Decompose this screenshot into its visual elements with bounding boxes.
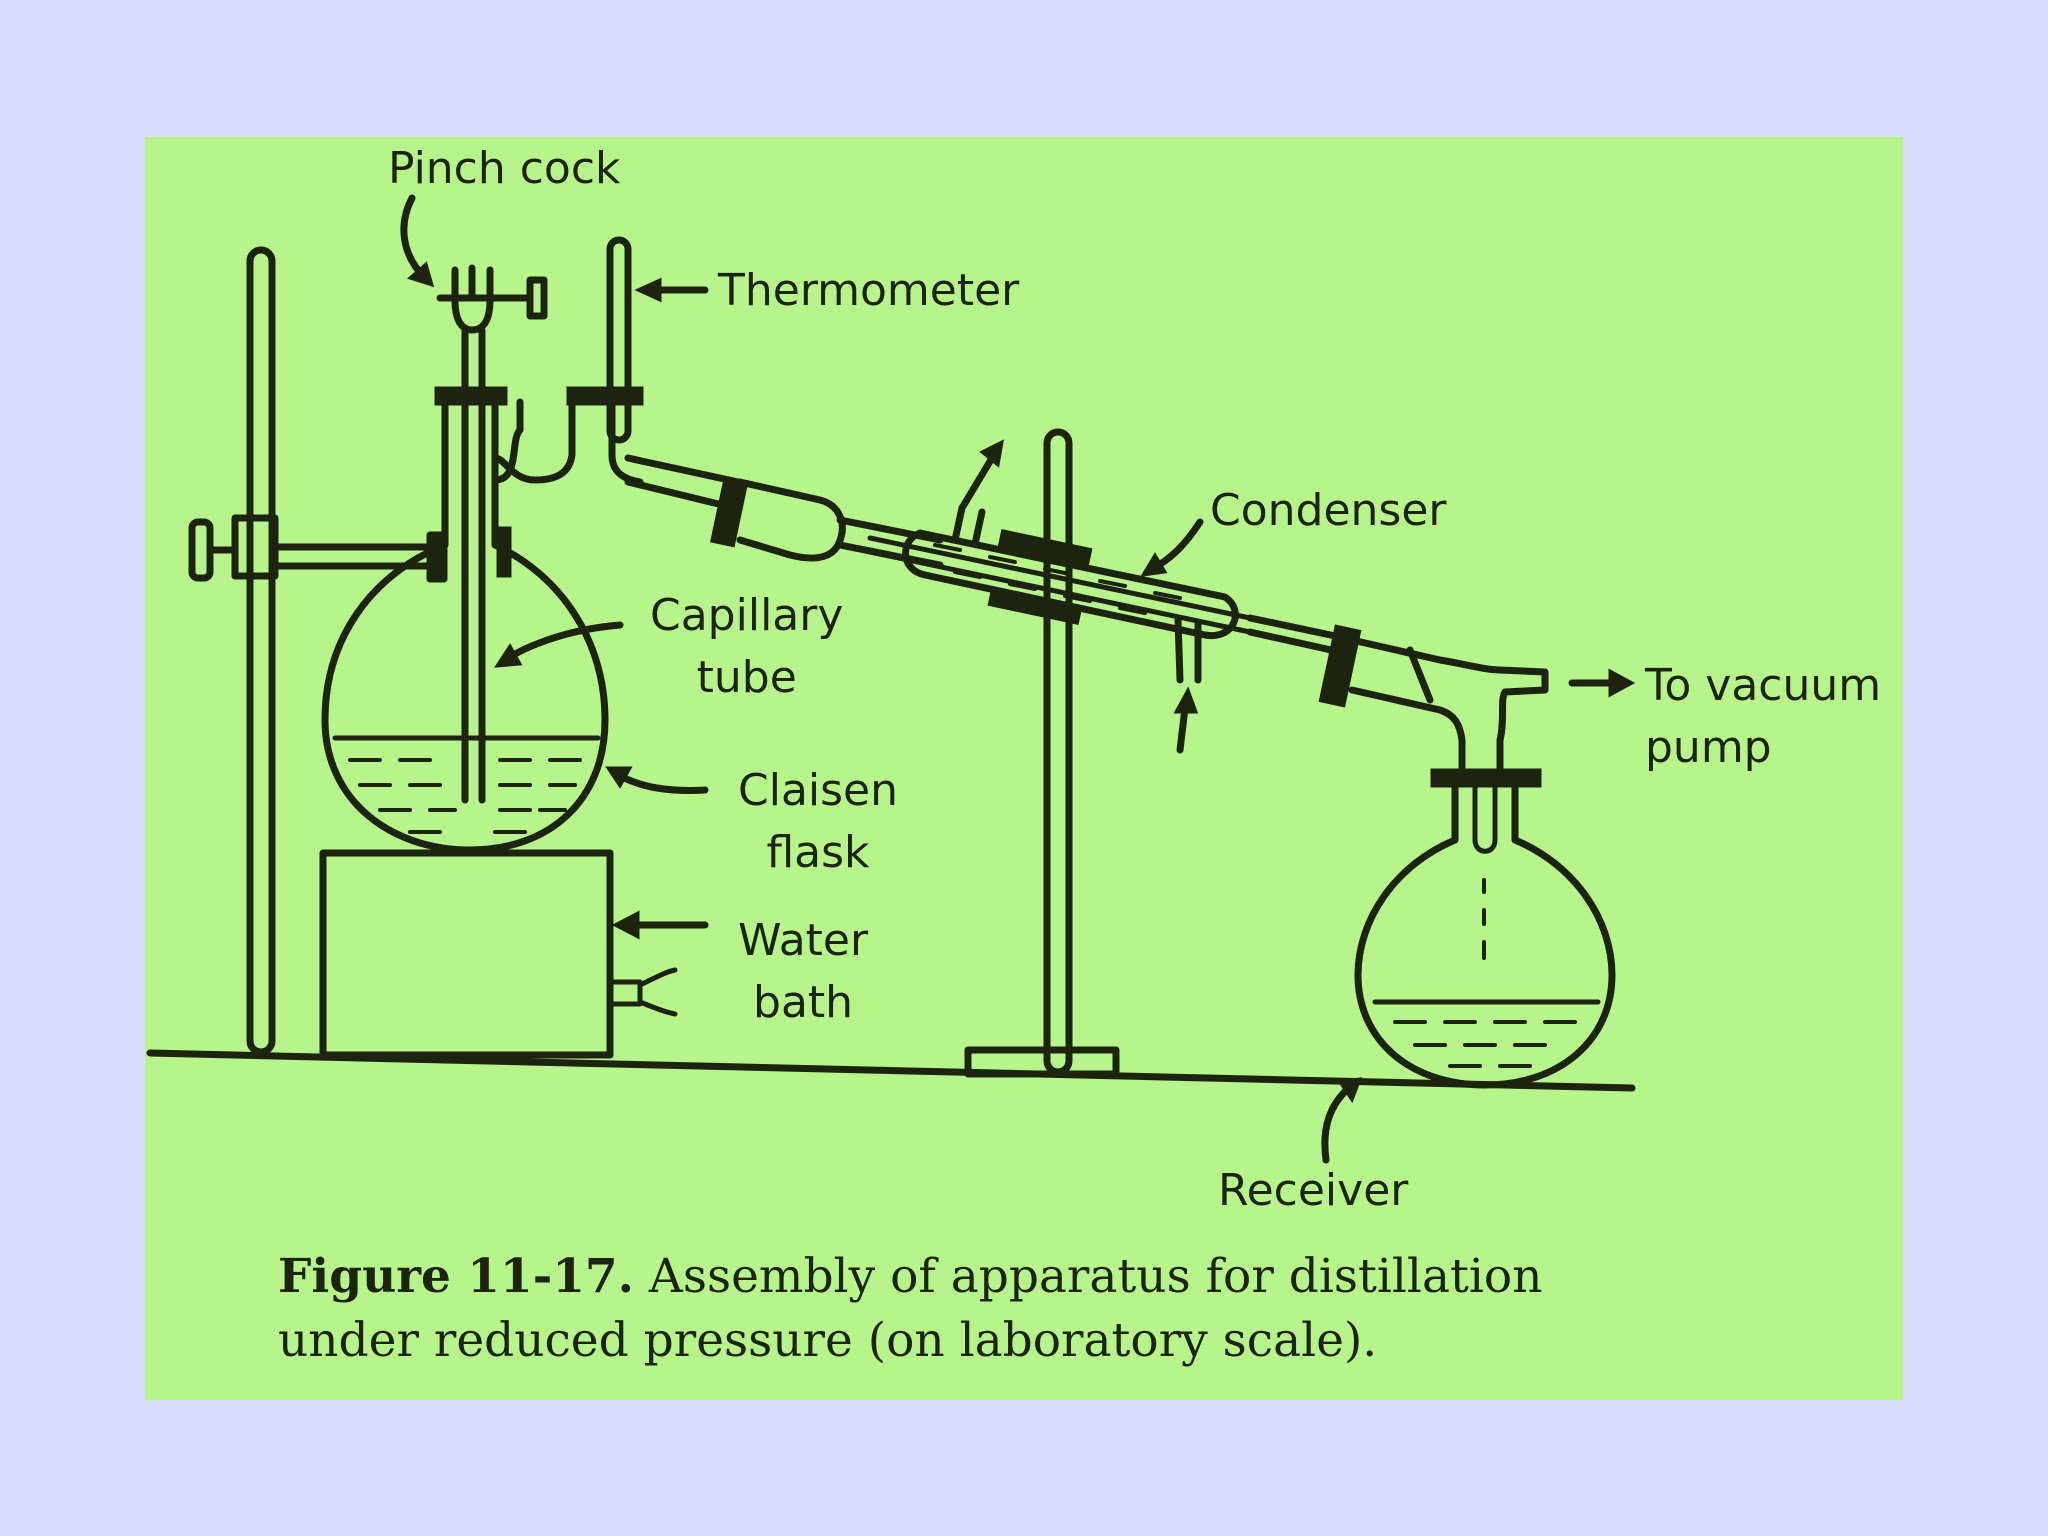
coolant-out-arrow-icon bbox=[958, 439, 1004, 512]
condenser-pointer-icon bbox=[1140, 518, 1204, 577]
figure-panel bbox=[145, 137, 1903, 1400]
caption-line-2: under reduced pressure (on laboratory sc… bbox=[278, 1313, 1378, 1368]
label-pinch-cock: Pinch cock bbox=[388, 143, 621, 194]
coolant-in-arrow-icon bbox=[1173, 686, 1199, 754]
caption-text-1: Assembly of apparatus for distillation bbox=[633, 1249, 1543, 1304]
bench-line bbox=[146, 1049, 1636, 1092]
capillary-tube bbox=[436, 264, 548, 804]
vacuum-pointer-icon bbox=[1568, 668, 1636, 698]
caption-line-1: Figure 11-17. Assembly of apparatus for … bbox=[278, 1245, 1678, 1309]
vacuum-adapter bbox=[1246, 614, 1549, 774]
label-receiver: Receiver bbox=[1218, 1165, 1409, 1216]
thermometer-pointer-icon bbox=[634, 277, 709, 303]
receiver-flask bbox=[1354, 768, 1616, 1089]
label-thermometer: Thermometer bbox=[718, 265, 1020, 316]
figure-caption: Figure 11-17. Assembly of apparatus for … bbox=[278, 1245, 1678, 1373]
label-water-bath: Water bath bbox=[738, 915, 869, 1028]
claisen-flask bbox=[321, 386, 644, 854]
delivery-tube bbox=[624, 454, 944, 569]
left-retort-stand bbox=[188, 246, 448, 1056]
thermometer bbox=[606, 236, 632, 444]
claisen-pointer-icon bbox=[605, 766, 709, 794]
label-claisen-flask: Claisen flask bbox=[738, 765, 899, 878]
water-bath-pointer-icon bbox=[611, 910, 709, 940]
label-capillary-tube: Capillary tube bbox=[650, 590, 844, 703]
label-condenser: Condenser bbox=[1210, 485, 1447, 536]
figure-number: Figure 11-17. bbox=[278, 1249, 634, 1304]
label-to-vacuum-pump: To vacuum pump bbox=[1645, 660, 1882, 773]
receiver-pointer-icon bbox=[1321, 1077, 1363, 1164]
middle-retort-stand bbox=[964, 428, 1120, 1078]
capillary-pointer-icon bbox=[494, 621, 624, 668]
pinch-cock-pointer-icon bbox=[400, 194, 435, 288]
water-bath bbox=[319, 849, 678, 1059]
